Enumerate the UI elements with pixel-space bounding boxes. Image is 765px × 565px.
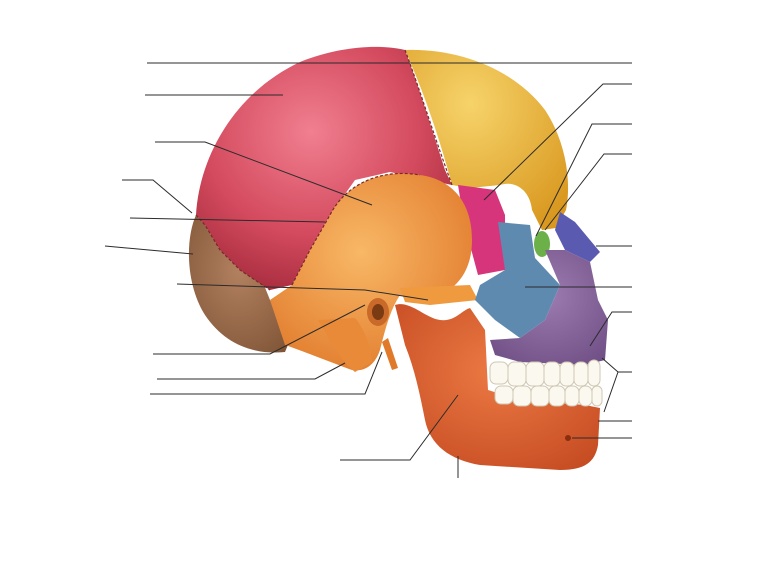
mental-foramen bbox=[565, 435, 571, 441]
maxilla bbox=[490, 250, 608, 365]
leader-line-4 bbox=[122, 179, 193, 214]
nasal-bone bbox=[555, 212, 600, 262]
leader-line-3 bbox=[155, 141, 373, 206]
leader-line-5 bbox=[129, 217, 326, 223]
parietal-bone bbox=[196, 46, 452, 291]
lambdoid-suture bbox=[195, 214, 271, 291]
leader-line-6 bbox=[104, 245, 194, 255]
lower-teeth bbox=[494, 385, 603, 407]
ear-canal-opening bbox=[372, 304, 384, 320]
upper-teeth bbox=[489, 359, 601, 387]
occipital-bone bbox=[188, 215, 290, 353]
squamous-suture bbox=[291, 172, 421, 286]
sphenoid-bone bbox=[458, 185, 505, 275]
leader-lines-left bbox=[104, 62, 459, 478]
zygomatic-arch bbox=[400, 285, 478, 305]
leader-lines-right bbox=[412, 62, 632, 439]
leader-line-14 bbox=[483, 83, 632, 201]
mastoid-process bbox=[318, 318, 372, 372]
leader-line-19 bbox=[589, 311, 632, 347]
mandible bbox=[395, 304, 600, 470]
coronal-suture bbox=[404, 49, 453, 186]
leader-line-10 bbox=[150, 351, 383, 395]
leader-line-8 bbox=[153, 304, 366, 355]
zygomatic-bone bbox=[475, 222, 560, 338]
leader-line-16 bbox=[544, 153, 632, 231]
leader-line-7 bbox=[176, 283, 429, 301]
leader-line-21 bbox=[603, 371, 619, 413]
leader-line-9 bbox=[157, 362, 346, 380]
leader-line-20 bbox=[601, 357, 632, 373]
styloid-process bbox=[382, 338, 398, 370]
leader-line-11 bbox=[340, 394, 459, 461]
frontal-bone bbox=[405, 49, 569, 231]
leader-line-15 bbox=[535, 123, 632, 237]
